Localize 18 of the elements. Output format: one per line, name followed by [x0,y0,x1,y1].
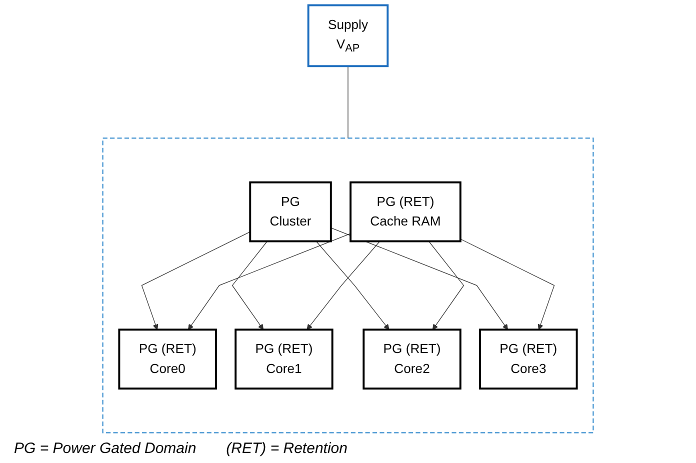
arrow [316,240,390,330]
node-box: PG (RET) Core1 [234,328,334,390]
legend-note: (RET) = Retention [226,440,348,457]
arrow [232,240,268,330]
arrow [141,231,250,330]
node-box: Supply V$_{AP}$ [307,4,389,68]
node-box: PG (RET) Core3 [479,328,578,390]
arrow [188,233,351,330]
legend-note: PG = Power Gated Domain [14,440,196,457]
arrow [330,227,508,330]
arrow [428,240,464,330]
node-box: PG Cluster [249,181,332,242]
arrow [460,238,555,330]
arrow [306,240,380,330]
node-box: PG (RET) Cache RAM [350,181,462,242]
node-box: PG (RET) Core0 [118,328,217,390]
cluster [102,138,594,434]
node-box: PG (RET) Core2 [362,328,462,390]
